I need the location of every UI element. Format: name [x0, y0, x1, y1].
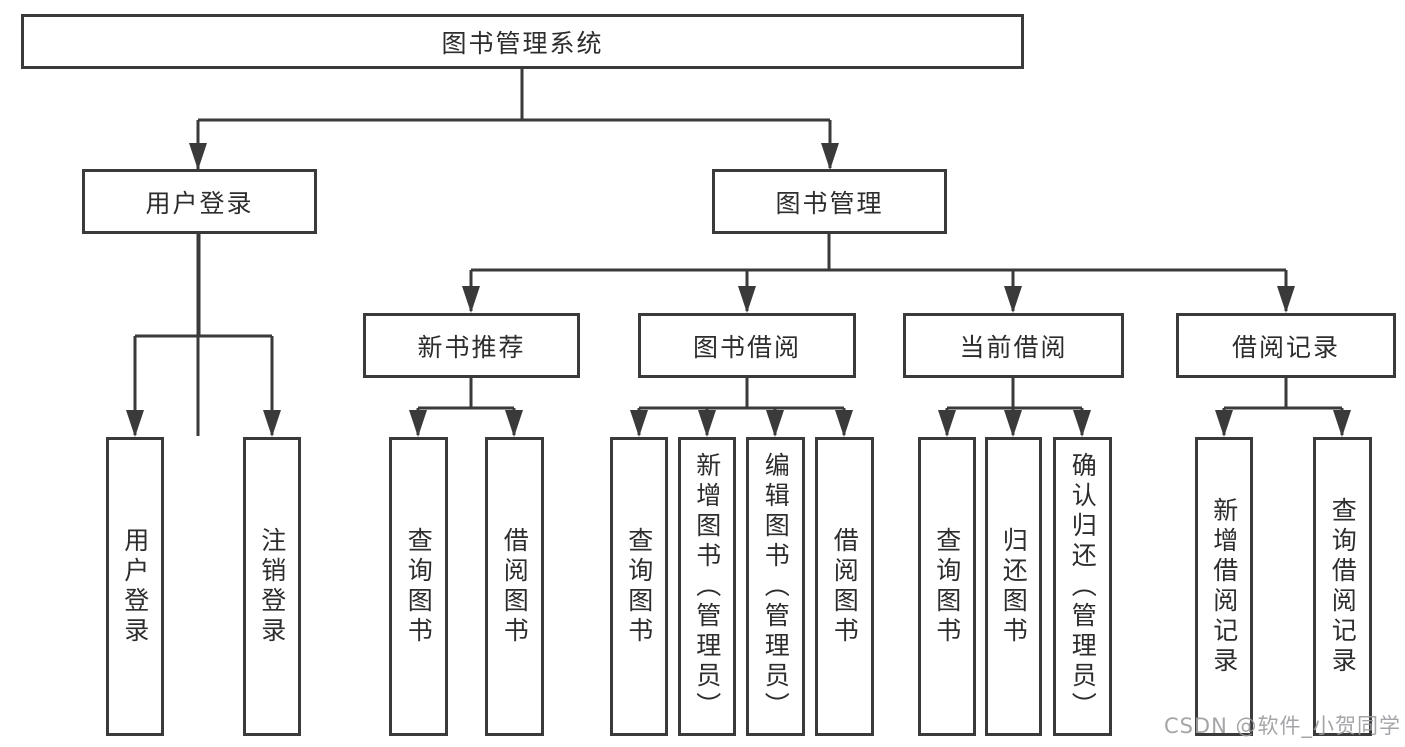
leaf-current-query-books: 查询图书: [918, 437, 976, 736]
leaf-borrow-add-books-admin: 新增图书（管理员）: [678, 437, 736, 736]
connector-user-login: [133, 234, 274, 435]
node-root-system: 图书管理系统: [21, 14, 1024, 69]
leaf-records-query-record-label: 查询借阅记录: [1328, 496, 1358, 677]
node-book-borrowing-label: 图书借阅: [692, 332, 801, 362]
leaf-newbook-borrow-books: 借阅图书: [485, 437, 544, 736]
leaf-newbook-borrow-books-label: 借阅图书: [500, 526, 530, 647]
leaf-logout-label: 注销登录: [257, 526, 287, 647]
leaf-user-login: 用户登录: [106, 437, 164, 736]
leaf-borrow-query-books: 查询图书: [610, 437, 668, 736]
leaf-current-confirm-return-admin: 确认归还（管理员）: [1053, 437, 1112, 736]
node-user-login: 用户登录: [82, 169, 317, 234]
connector-book-borrow: [637, 378, 846, 435]
leaf-borrow-add-books-admin-label: 新增图书（管理员）: [692, 451, 722, 722]
leaf-borrow-query-books-label: 查询图书: [624, 526, 654, 647]
leaf-logout: 注销登录: [243, 437, 301, 736]
leaf-current-query-books-label: 查询图书: [932, 526, 962, 647]
leaf-user-login-label: 用户登录: [120, 526, 150, 647]
leaf-borrow-borrow-books-label: 借阅图书: [830, 526, 860, 647]
leaf-current-return-books-label: 归还图书: [999, 526, 1029, 647]
leaf-records-add-record-label: 新增借阅记录: [1209, 496, 1239, 677]
node-book-management: 图书管理: [712, 169, 947, 234]
arrowheads: [126, 143, 1351, 437]
leaf-current-return-books: 归还图书: [985, 437, 1042, 736]
connector-new-books: [416, 378, 516, 435]
node-borrowing-records: 借阅记录: [1176, 313, 1396, 378]
node-user-login-label: 用户登录: [145, 188, 254, 218]
connector-borrow-records: [1222, 378, 1344, 435]
node-borrowing-records-label: 借阅记录: [1231, 332, 1340, 362]
leaf-newbook-query-books-label: 查询图书: [404, 526, 434, 647]
leaf-borrow-borrow-books: 借阅图书: [815, 437, 874, 736]
leaf-borrow-edit-books-admin: 编辑图书（管理员）: [746, 437, 805, 736]
node-book-management-label: 图书管理: [775, 188, 884, 218]
node-root-system-label: 图书管理系统: [441, 28, 604, 58]
leaf-records-query-record: 查询借阅记录: [1313, 437, 1372, 736]
leaf-current-confirm-return-admin-label: 确认归还（管理员）: [1068, 451, 1098, 722]
leaf-newbook-query-books: 查询图书: [389, 437, 448, 736]
node-current-borrowing-label: 当前借阅: [959, 332, 1068, 362]
connector-book-mgmt: [469, 234, 1288, 311]
leaf-borrow-edit-books-admin-label: 编辑图书（管理员）: [761, 451, 791, 722]
leaf-records-add-record: 新增借阅记录: [1195, 437, 1253, 736]
node-new-book-recommend-label: 新书推荐: [417, 332, 526, 362]
connector-root: [196, 69, 832, 436]
node-new-book-recommend: 新书推荐: [363, 313, 580, 378]
node-current-borrowing: 当前借阅: [903, 313, 1124, 378]
node-book-borrowing: 图书借阅: [638, 313, 856, 378]
